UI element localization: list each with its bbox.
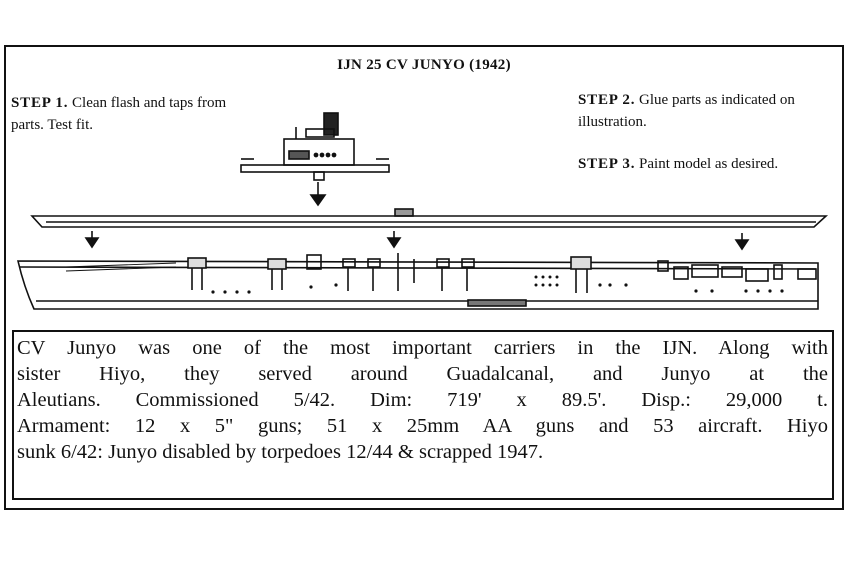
- ship-description: CV Junyo was one of the most important c…: [12, 330, 834, 500]
- step-1-instructions: Clean flash and taps from parts. Test fi…: [11, 95, 227, 133]
- arrow-deck-right: [734, 233, 750, 251]
- arrow-deck-middle: [386, 231, 402, 249]
- hull-portholes: [211, 275, 784, 294]
- description-line: sister Hiyo, they served around Guadalca…: [17, 363, 828, 385]
- arrow-island: [309, 182, 327, 207]
- step-3-label: STEP 3.: [578, 156, 636, 172]
- instruction-sheet: IJN 25 CV JUNYO (1942) STEP 1. Clean fla…: [4, 45, 844, 510]
- arrow-deck-left: [84, 231, 100, 249]
- hull-part: [16, 253, 819, 310]
- step-2-instructions: Glue parts as indicated on illustration.: [578, 92, 795, 130]
- assembly-illustration: [16, 112, 829, 310]
- island-part: [240, 112, 390, 181]
- page-title: IJN 25 CV JUNYO (1942): [337, 57, 511, 73]
- step-3-text: STEP 3. Paint model as desired.: [578, 153, 833, 175]
- step-1-text: STEP 1. Clean flash and taps from parts.…: [11, 92, 256, 136]
- description-line: Armament: 12 x 5" guns; 51 x 25mm AA gun…: [17, 415, 828, 437]
- description-line: sunk 6/42: Junyo disabled by torpedoes 1…: [17, 441, 544, 463]
- description-line: Aleutians. Commissioned 5/42. Dim: 719' …: [17, 389, 828, 411]
- step-2-label: STEP 2.: [578, 92, 636, 108]
- step-1-label: STEP 1.: [11, 95, 69, 111]
- step-3-instructions: Paint model as desired.: [635, 156, 779, 172]
- description-line: CV Junyo was one of the most important c…: [17, 337, 828, 359]
- step-2-text: STEP 2. Glue parts as indicated on illus…: [578, 89, 833, 133]
- flight-deck-part: [30, 208, 829, 228]
